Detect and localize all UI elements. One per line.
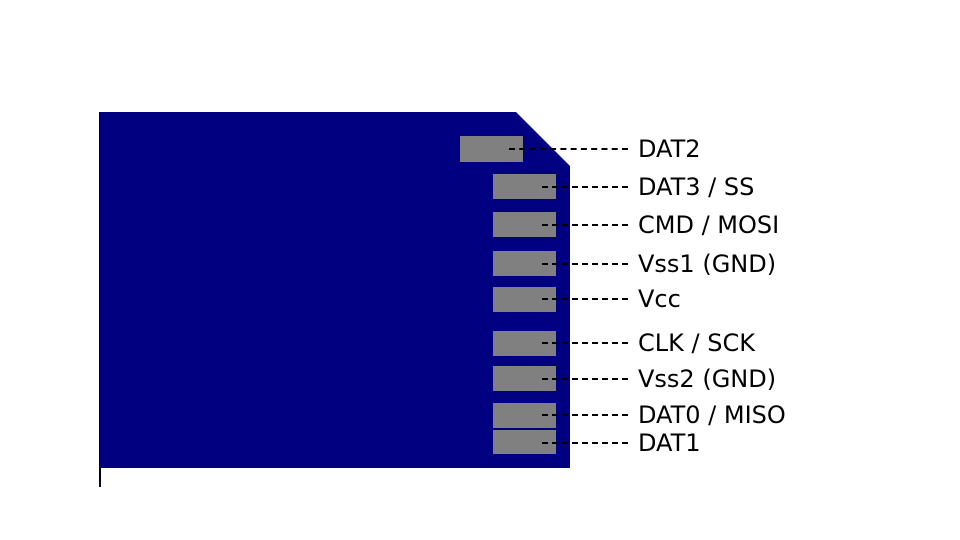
pin-lead-line (542, 414, 628, 416)
pin-lead-line (542, 298, 628, 300)
pin-label: Vss2 (GND) (638, 365, 777, 393)
pin-lead-line (542, 186, 628, 188)
pin-lead-line (542, 224, 628, 226)
pin-label: DAT1 (638, 429, 701, 457)
pin-label: DAT3 / SS (638, 173, 755, 201)
pin-label: CMD / MOSI (638, 211, 780, 239)
pin-lead-line (542, 263, 628, 265)
pin-lead-line (542, 442, 628, 444)
pin-label: DAT0 / MISO (638, 401, 786, 429)
pin-lead-line (509, 148, 628, 150)
pin-label: DAT2 (638, 135, 701, 163)
pin-label: CLK / SCK (638, 329, 755, 357)
sd-card-body (100, 112, 570, 468)
pin-label: Vcc (638, 285, 681, 313)
pin-lead-line (542, 378, 628, 380)
pin-lead-line (542, 342, 628, 344)
pin-label: Vss1 (GND) (638, 250, 777, 278)
